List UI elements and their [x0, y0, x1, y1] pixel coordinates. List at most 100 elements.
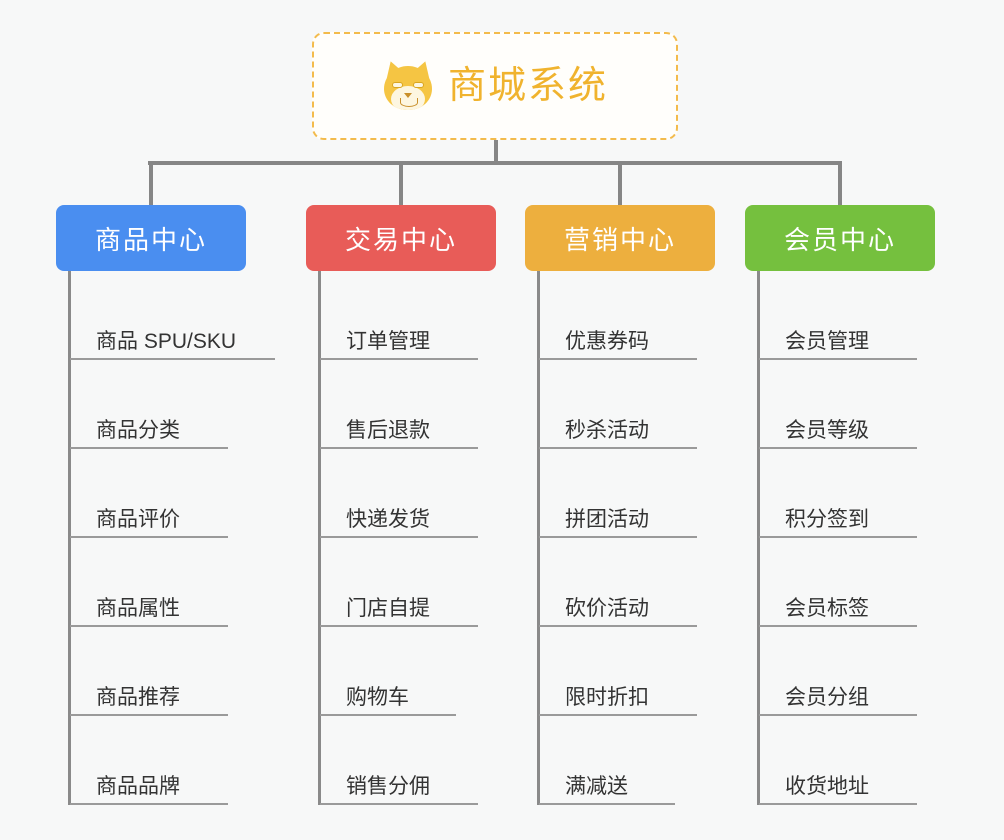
leaf-item[interactable]: 积分签到 — [759, 449, 935, 538]
column-product-center: 商品中心商品 SPU/SKU 商品分类商品评价商品属性商品推荐商品品牌 — [56, 205, 275, 805]
leaf-item-underline — [539, 625, 697, 627]
leaf-list-trade-center: 订单管理售后退款快递发货门店自提购物车销售分佣 — [306, 271, 496, 805]
leaf-item[interactable]: 商品分类 — [70, 360, 246, 449]
leaf-item[interactable]: 秒杀活动 — [539, 360, 715, 449]
leaf-item-label: 会员分组 — [785, 686, 869, 709]
leaf-item[interactable]: 满减送 — [539, 716, 715, 805]
category-header-label: 营销中心 — [563, 224, 676, 255]
leaf-item-label: 商品属性 — [96, 597, 180, 620]
category-header-label: 会员中心 — [783, 224, 896, 255]
leaf-item[interactable]: 购物车 — [320, 627, 496, 716]
leaf-item-underline — [70, 536, 228, 538]
leaf-item-label: 销售分佣 — [346, 775, 430, 798]
leaf-item-underline — [320, 803, 478, 805]
leaf-item[interactable]: 拼团活动 — [539, 449, 715, 538]
leaf-item[interactable]: 会员管理 — [759, 271, 935, 360]
connector-drop-member-center — [838, 161, 842, 205]
leaf-list-marketing-center: 优惠券码秒杀活动拼团活动砍价活动限时折扣满减送 — [525, 271, 715, 805]
leaf-item-label: 快递发货 — [346, 508, 430, 531]
leaf-item-underline — [320, 714, 456, 716]
leaf-item[interactable]: 商品评价 — [70, 449, 246, 538]
leaf-item-label: 拼团活动 — [565, 508, 649, 531]
leaf-item-label: 商品品牌 — [96, 775, 180, 798]
leaf-item-underline — [539, 358, 697, 360]
shiba-inu-icon — [382, 58, 434, 112]
column-marketing-center: 营销中心优惠券码秒杀活动拼团活动砍价活动限时折扣满减送 — [525, 205, 715, 805]
connector-trunk-member-center — [757, 271, 760, 805]
leaf-item-underline — [539, 803, 675, 805]
leaf-item-underline — [539, 714, 697, 716]
connector-drop-marketing-center — [618, 161, 622, 205]
leaf-item[interactable]: 会员标签 — [759, 538, 935, 627]
category-header-label: 商品中心 — [94, 224, 207, 255]
leaf-list-product-center: 商品 SPU/SKU 商品分类商品评价商品属性商品推荐商品品牌 — [56, 271, 275, 805]
connector-horizontal-bus — [148, 161, 840, 165]
leaf-item-underline — [759, 536, 917, 538]
leaf-item-label: 会员标签 — [785, 597, 869, 620]
leaf-item-underline — [320, 358, 478, 360]
connector-root-stem — [494, 140, 498, 164]
leaf-item[interactable]: 门店自提 — [320, 538, 496, 627]
leaf-item[interactable]: 会员分组 — [759, 627, 935, 716]
leaf-item-underline — [759, 447, 917, 449]
leaf-item[interactable]: 限时折扣 — [539, 627, 715, 716]
category-header-trade-center[interactable]: 交易中心 — [306, 205, 496, 271]
leaf-item-label: 商品推荐 — [96, 686, 180, 709]
leaf-item[interactable]: 会员等级 — [759, 360, 935, 449]
leaf-item-underline — [539, 536, 697, 538]
leaf-item-label: 积分签到 — [785, 508, 869, 531]
leaf-item-underline — [70, 447, 228, 449]
leaf-item-underline — [320, 447, 478, 449]
leaf-item[interactable]: 砍价活动 — [539, 538, 715, 627]
leaf-item-underline — [320, 536, 478, 538]
leaf-item-label: 砍价活动 — [565, 597, 649, 620]
category-header-product-center[interactable]: 商品中心 — [56, 205, 246, 271]
leaf-item-underline — [759, 358, 917, 360]
leaf-item-label: 售后退款 — [346, 419, 430, 442]
leaf-item-underline — [70, 358, 275, 360]
leaf-item-underline — [320, 625, 478, 627]
leaf-item[interactable]: 商品属性 — [70, 538, 246, 627]
connector-trunk-trade-center — [318, 271, 321, 805]
leaf-item[interactable]: 商品品牌 — [70, 716, 246, 805]
connector-trunk-marketing-center — [537, 271, 540, 805]
column-member-center: 会员中心会员管理会员等级积分签到会员标签会员分组收货地址 — [745, 205, 935, 805]
leaf-item-label: 满减送 — [565, 775, 628, 798]
root-node-shop-system[interactable]: 商城系统 — [312, 32, 678, 140]
leaf-item-label: 优惠券码 — [565, 330, 649, 353]
leaf-item[interactable]: 收货地址 — [759, 716, 935, 805]
category-header-marketing-center[interactable]: 营销中心 — [525, 205, 715, 271]
leaf-list-member-center: 会员管理会员等级积分签到会员标签会员分组收货地址 — [745, 271, 935, 805]
leaf-item-label: 收货地址 — [785, 775, 869, 798]
leaf-item[interactable]: 售后退款 — [320, 360, 496, 449]
leaf-item-label: 会员等级 — [785, 419, 869, 442]
leaf-item-underline — [759, 714, 917, 716]
leaf-item-label: 限时折扣 — [565, 686, 649, 709]
leaf-item[interactable]: 快递发货 — [320, 449, 496, 538]
leaf-item[interactable]: 订单管理 — [320, 271, 496, 360]
leaf-item-label: 商品分类 — [96, 419, 180, 442]
leaf-item[interactable]: 商品 SPU/SKU — [70, 271, 275, 360]
leaf-item-label: 订单管理 — [346, 330, 430, 353]
leaf-item-label: 商品 SPU/SKU — [96, 330, 237, 353]
leaf-item-underline — [70, 803, 228, 805]
leaf-item[interactable]: 销售分佣 — [320, 716, 496, 805]
connector-trunk-product-center — [68, 271, 71, 805]
leaf-item-label: 门店自提 — [346, 597, 430, 620]
leaf-item-label: 秒杀活动 — [565, 419, 649, 442]
leaf-item-label: 商品评价 — [96, 508, 180, 531]
category-header-label: 交易中心 — [344, 224, 457, 255]
column-trade-center: 交易中心订单管理售后退款快递发货门店自提购物车销售分佣 — [306, 205, 496, 805]
leaf-item-label: 购物车 — [346, 686, 409, 709]
category-header-member-center[interactable]: 会员中心 — [745, 205, 935, 271]
connector-drop-trade-center — [399, 161, 403, 205]
leaf-item[interactable]: 商品推荐 — [70, 627, 246, 716]
leaf-item-underline — [759, 803, 917, 805]
leaf-item-label: 会员管理 — [785, 330, 869, 353]
leaf-item-underline — [70, 625, 228, 627]
root-title: 商城系统 — [447, 65, 608, 107]
leaf-item[interactable]: 优惠券码 — [539, 271, 715, 360]
leaf-item-underline — [539, 447, 697, 449]
leaf-item-underline — [70, 714, 228, 716]
